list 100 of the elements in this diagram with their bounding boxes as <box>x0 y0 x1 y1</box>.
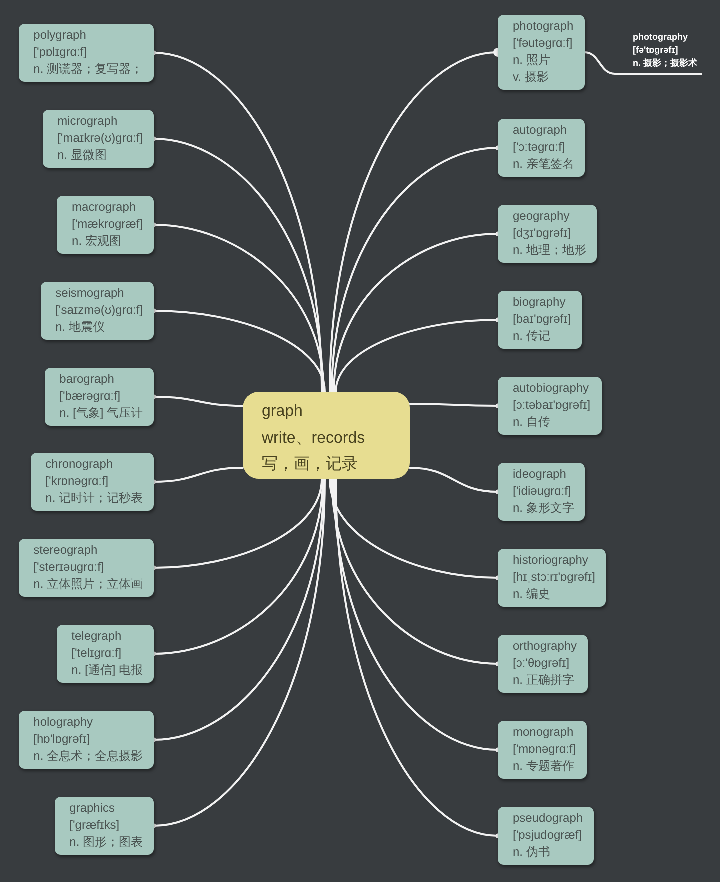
phonetic-text: ['telɪgrɑːf] <box>72 645 122 662</box>
topic-box <box>57 196 154 254</box>
definition-text: n. 记时计；记秒表 <box>46 490 143 507</box>
topic-box <box>18 711 154 769</box>
phonetic-text: [baɪ'ɒgrəfɪ] <box>513 311 572 328</box>
definition-text: n. 地理；地形 <box>513 242 586 259</box>
phonetic-text: [ɔː'θɒgrəfɪ] <box>513 655 570 672</box>
definition-text: n. [气象] 气压计 <box>60 405 143 422</box>
topic-box <box>498 205 598 263</box>
branch-connector <box>333 232 500 393</box>
definition-text: n. 摄影；摄影术 <box>633 57 698 70</box>
topic-box <box>498 291 582 349</box>
headword-text: autobiography <box>513 380 590 397</box>
headword-text: biography <box>513 294 566 311</box>
definition-text: n. 立体照片；立体画 <box>34 576 143 593</box>
topic-box <box>44 368 154 426</box>
topic-box <box>18 539 154 597</box>
branch-connector <box>152 394 244 407</box>
definition-text: n. [通信] 电报 <box>72 662 143 679</box>
headword-text: chronograph <box>46 456 114 473</box>
definition-text: n. 传记 <box>513 328 550 345</box>
definition-text: n. 专题著作 <box>513 758 574 775</box>
branch-connector <box>152 478 325 742</box>
phonetic-text: ['psjudogræf] <box>513 827 582 844</box>
root-word-text: graph <box>262 402 303 422</box>
definition-text: v. 摄影 <box>513 69 549 86</box>
headword-text: autograph <box>513 122 568 139</box>
definition-text: n. 亲笔签名 <box>513 156 574 173</box>
headword-text: telegraph <box>72 628 122 645</box>
definition-text: n. 伪书 <box>513 844 550 861</box>
branch-connector <box>409 467 500 494</box>
definition-text: n. 正确拼字 <box>513 672 574 689</box>
phonetic-text: [hɒ'lɒgrəfɪ] <box>34 731 90 748</box>
phonetic-text: ['græfɪks] <box>70 817 120 834</box>
branch-connector <box>152 478 323 570</box>
phonetic-text: ['mækrogræf] <box>72 216 143 233</box>
branch-connector <box>584 52 616 75</box>
headword-text: photography <box>633 31 688 44</box>
topic-box <box>498 635 588 693</box>
headword-text: stereograph <box>34 542 98 559</box>
branch-connector <box>152 50 323 393</box>
topic-box <box>40 282 154 340</box>
headword-text: seismograph <box>56 285 124 302</box>
phonetic-text: [ɔːtəbaɪ'ɒgrəfɪ] <box>513 397 591 414</box>
definition-text: n. 编史 <box>513 586 550 603</box>
topic-box <box>498 807 594 865</box>
topic-box <box>498 377 602 435</box>
topic-box <box>498 721 587 779</box>
phonetic-text: ['bærəgrɑːf] <box>60 388 121 405</box>
topic-box <box>498 463 586 521</box>
definition-text: n. 地震仪 <box>56 319 105 336</box>
headword-text: orthography <box>513 638 578 655</box>
branch-connector <box>335 318 500 393</box>
definition-text: n. 宏观图 <box>72 233 122 250</box>
meaning-text: write、records <box>262 428 366 448</box>
phonetic-text: ['idiəugrɑːf] <box>513 483 572 500</box>
meaning-text: 写，画，记录 <box>262 455 358 475</box>
topic-box <box>30 453 154 511</box>
topic-box <box>498 15 585 90</box>
headword-text: graphics <box>70 800 116 817</box>
headword-text: barograph <box>60 371 114 388</box>
headword-text: macrograph <box>72 199 136 216</box>
branch-connector <box>331 478 500 666</box>
phonetic-text: ['saɪzmə(ʊ)grɑːf] <box>56 302 143 319</box>
topic-box <box>54 797 154 855</box>
phonetic-text: ['fəutəgrɑːf] <box>513 35 573 52</box>
topic-box <box>498 549 606 607</box>
topic-box <box>18 24 154 82</box>
headword-text: geography <box>513 208 570 225</box>
definition-text: n. 自传 <box>513 414 550 431</box>
headword-text: polygraph <box>34 27 86 44</box>
branch-connector <box>152 478 326 828</box>
phonetic-text: ['krɒnəgrɑːf] <box>46 473 109 490</box>
branch-connector <box>409 403 500 408</box>
branch-connector <box>331 146 500 393</box>
branch-connector <box>329 478 500 580</box>
definition-text: n. 测谎器；复写器； <box>34 61 143 78</box>
headword-text: pseudograph <box>513 810 584 827</box>
branch-connector <box>152 308 326 393</box>
topic-box <box>498 119 586 177</box>
headword-text: photograph <box>513 18 574 35</box>
headword-text: holography <box>34 714 94 731</box>
phonetic-text: ['pɒlɪgrɑːf] <box>34 44 87 61</box>
phonetic-text: [hɪˌstɔːrɪ'ɒgrəfɪ] <box>513 569 596 586</box>
headword-text: micrograph <box>58 113 118 130</box>
phonetic-text: ['maɪkrə(ʊ)grɑːf] <box>58 130 143 147</box>
branch-connector <box>335 478 500 838</box>
branch-connector <box>333 478 500 752</box>
headword-text: historiography <box>513 552 588 569</box>
definition-text: n. 图形；图表 <box>70 834 143 851</box>
phonetic-text: [fə'tɒgrəfɪ] <box>633 44 678 57</box>
topic-box <box>42 110 154 168</box>
central-topic-box <box>243 392 410 479</box>
branch-connector <box>152 478 324 656</box>
phonetic-text: ['sterɪəugrɑːf] <box>34 559 104 576</box>
headword-text: monograph <box>513 724 574 741</box>
phonetic-text: ['ɔːtəgrɑːf] <box>513 139 566 156</box>
branch-connector <box>152 467 244 484</box>
phonetic-text: ['mɒnəgrɑːf] <box>513 741 576 758</box>
underlined-subtopic <box>615 31 702 75</box>
